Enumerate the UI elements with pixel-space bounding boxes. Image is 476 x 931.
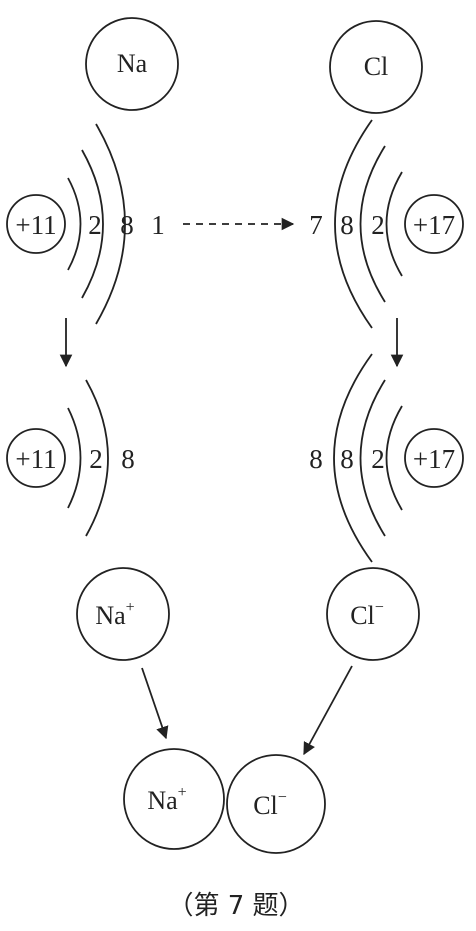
cl-to-compound-arrow bbox=[303, 665, 353, 756]
na-nucleus-charge: +11 bbox=[15, 210, 56, 240]
cl-nucleus-circle bbox=[404, 194, 464, 254]
na-atom-circle bbox=[85, 17, 179, 111]
cl-ion-label: Cl− bbox=[350, 599, 384, 630]
na-to-compound-arrow bbox=[141, 667, 169, 740]
na-ion-shell-2-electrons: 8 bbox=[121, 444, 135, 474]
compound-na-label: Na+ bbox=[147, 784, 186, 815]
compound-cl-minus-sign: − bbox=[278, 789, 287, 806]
cl-shell-1-electrons: 2 bbox=[371, 210, 385, 240]
na-ion-shell-2 bbox=[85, 379, 109, 537]
compound-cl-circle bbox=[226, 754, 326, 854]
cl-atom-structure bbox=[334, 119, 464, 329]
compound-na-circle bbox=[123, 748, 225, 850]
na-atom bbox=[85, 17, 179, 111]
cl-ion-nucleus-charge: +17 bbox=[413, 444, 455, 474]
cl-shell-2-electrons: 8 bbox=[340, 210, 354, 240]
cl-atom-circle bbox=[329, 20, 423, 114]
cl-shell-1 bbox=[385, 171, 403, 277]
compound-na-symbol: Na bbox=[147, 786, 178, 815]
na-atom-label: Na bbox=[117, 49, 148, 78]
cl-shell-2 bbox=[359, 145, 386, 303]
cl-ion-structure bbox=[333, 353, 464, 563]
cl-atom-label: Cl bbox=[364, 52, 389, 81]
cl-ion-shell-2 bbox=[359, 379, 386, 537]
na-shell-1-electrons: 2 bbox=[88, 210, 102, 240]
cl-ion-nucleus-circle bbox=[404, 428, 464, 488]
compound-cl-symbol: Cl bbox=[253, 791, 278, 820]
na-atom-structure bbox=[6, 123, 126, 325]
na-shell-3 bbox=[95, 123, 126, 325]
na-shell-3-electrons: 1 bbox=[151, 210, 165, 240]
cl-ion-shell-1 bbox=[385, 405, 403, 511]
na-ion-symbol: Na bbox=[95, 601, 126, 630]
cl-ion-shell-2-electrons: 8 bbox=[340, 444, 354, 474]
cl-shell-3 bbox=[334, 119, 373, 329]
cl-ion-shell-3 bbox=[333, 353, 373, 563]
cl-ion-symbol: Cl bbox=[350, 601, 375, 630]
na-shell-2 bbox=[81, 149, 104, 299]
cl-ion-minus-sign: − bbox=[375, 599, 384, 616]
cl-nucleus-charge: +17 bbox=[413, 210, 455, 240]
figure-caption: （第 7 题） bbox=[167, 891, 304, 921]
compound-na-plus-sign: + bbox=[178, 784, 187, 801]
cl-ion-shell-3-electrons: 8 bbox=[309, 444, 323, 474]
cl-atom bbox=[329, 20, 423, 114]
na-shell-1 bbox=[67, 177, 82, 271]
cl-shell-3-electrons: 7 bbox=[309, 210, 323, 240]
cl-ion bbox=[326, 567, 420, 661]
na-ion-plus-sign: + bbox=[126, 599, 135, 616]
cl-ion-shell-1-electrons: 2 bbox=[371, 444, 385, 474]
na-ion-circle bbox=[76, 567, 170, 661]
na-shell-2-electrons: 8 bbox=[120, 210, 134, 240]
na-nucleus-circle bbox=[6, 194, 66, 254]
na-ion-shell-1 bbox=[67, 407, 82, 509]
na-ion-nucleus-circle bbox=[6, 428, 66, 488]
na-ion bbox=[76, 567, 170, 661]
compound-cl-ion bbox=[226, 754, 326, 854]
compound-cl-label: Cl− bbox=[253, 789, 287, 820]
na-ion-nucleus-charge: +11 bbox=[15, 444, 56, 474]
na-ion-structure bbox=[6, 379, 109, 537]
na-ion-label: Na+ bbox=[95, 599, 134, 630]
na-ion-shell-1-electrons: 2 bbox=[89, 444, 103, 474]
cl-ion-circle bbox=[326, 567, 420, 661]
compound-na-ion bbox=[123, 748, 225, 850]
